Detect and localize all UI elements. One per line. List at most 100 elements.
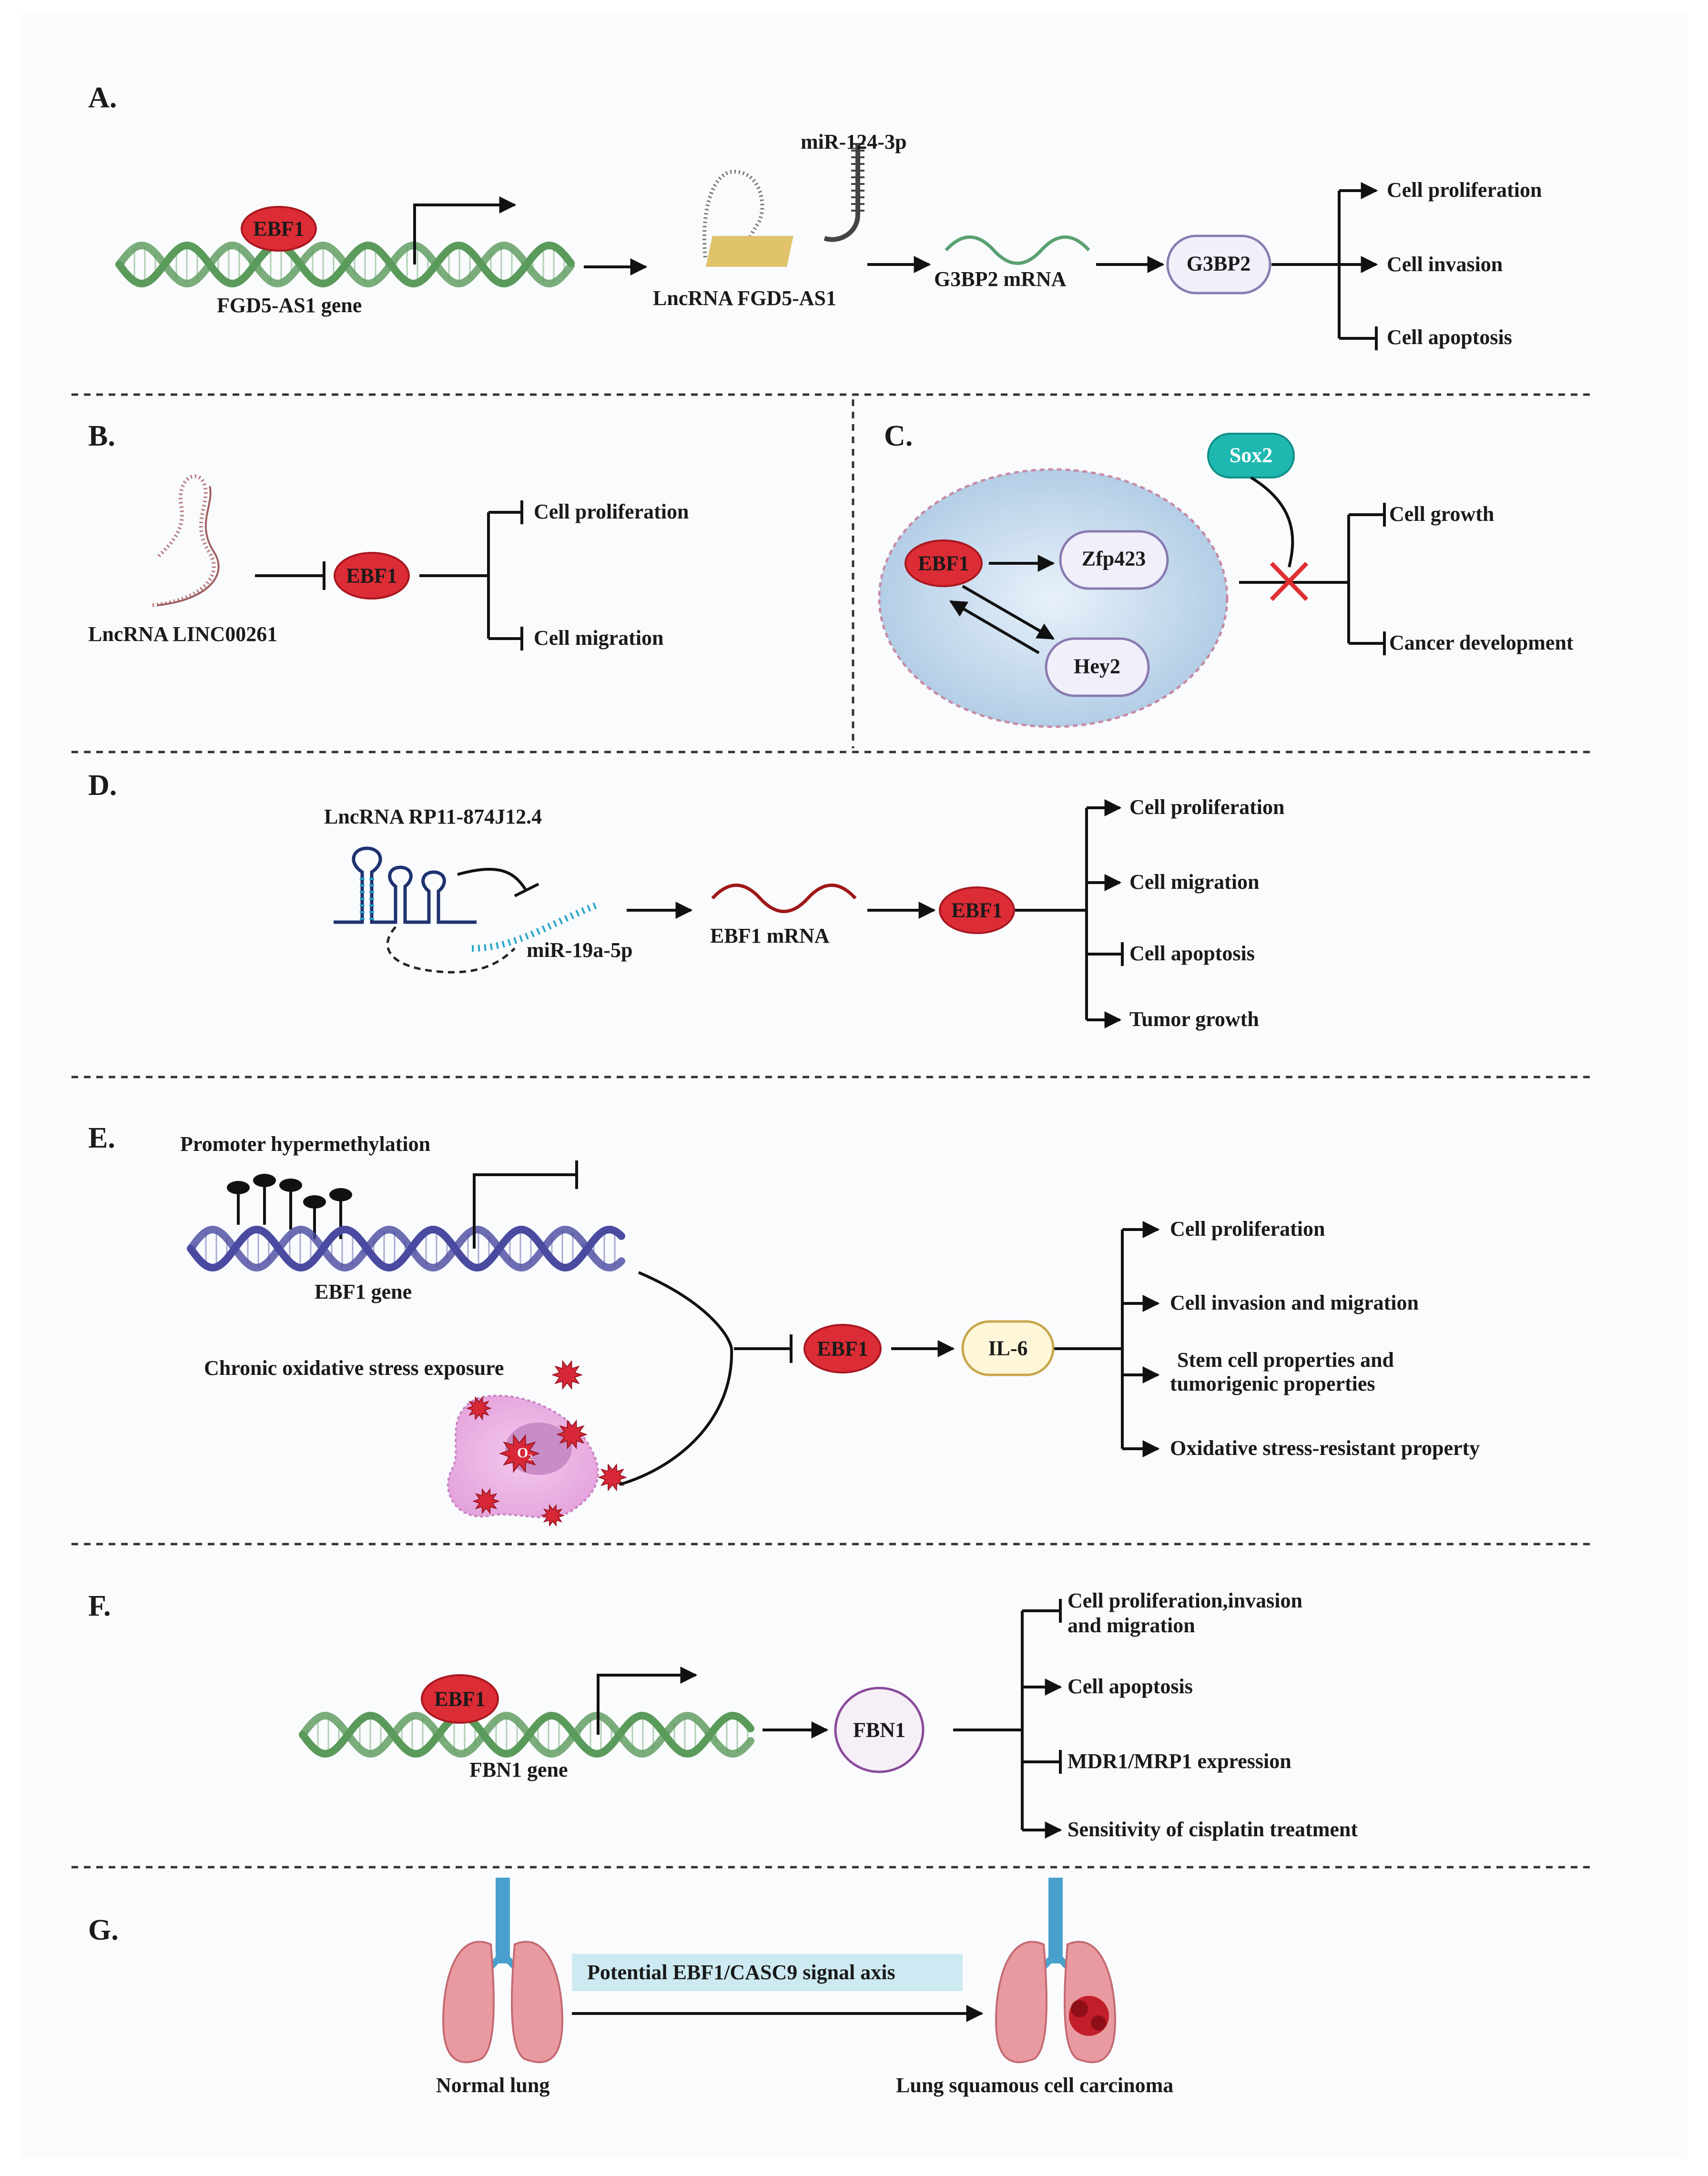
panel-d-letter: D. <box>88 769 117 802</box>
panel-c: C. EBF1 Zfp423 Hey2 Sox2 Cell growth Can… <box>878 420 1574 728</box>
outcome-f-1: and migration <box>1068 1614 1195 1637</box>
ebf1-node <box>334 552 410 600</box>
mirna-124-label: miR-124-3p <box>801 130 906 153</box>
panel-e: E. Promoter hypermethylation EBF1 gene C… <box>88 1122 1480 1527</box>
lncrna-linc00261-icon <box>152 474 216 607</box>
inhibit-f-0 <box>1022 1599 1062 1623</box>
outcome-c-1: Cancer development <box>1389 631 1574 654</box>
signal-axis-box <box>572 1954 963 1991</box>
outcome-d-1: Cell migration <box>1129 870 1260 894</box>
outcome-a-1: Cell invasion <box>1387 253 1503 276</box>
lncrna-rp11-label: LncRNA RP11-874J12.4 <box>324 805 542 828</box>
inhibit-d-apoptosis <box>1087 942 1124 966</box>
outcome-e-1: Cell invasion and migration <box>1170 1291 1419 1314</box>
outcome-e-2: Stem cell properties and <box>1177 1348 1394 1372</box>
ros-bursts <box>466 1360 627 1527</box>
lung-carcinoma-label: Lung squamous cell carcinoma <box>896 2074 1173 2097</box>
sox2-link <box>1250 476 1294 568</box>
ebf1-label: EBF1 <box>918 552 969 575</box>
inhibit-cell-apoptosis <box>1339 326 1378 350</box>
normal-lung-label: Normal lung <box>436 2074 549 2097</box>
g3bp2-node <box>1166 234 1271 295</box>
ebf1-label: EBF1 <box>434 1688 486 1711</box>
zfp423-label: Zfp423 <box>1082 547 1146 570</box>
inhibit-cell-growth <box>1349 503 1386 527</box>
ebf1-node <box>939 886 1015 934</box>
fbn1-transcription-arrow <box>597 1667 698 1735</box>
inhibit-cancer-development <box>1349 631 1386 655</box>
converging-curve <box>619 1271 733 1486</box>
promoter-hypermethylation-label: Promoter hypermethylation <box>180 1132 430 1156</box>
outcome-e-3: tumorigenic properties <box>1170 1372 1375 1395</box>
outcome-a-0: Cell proliferation <box>1387 178 1542 202</box>
panel-separators <box>71 393 1592 1869</box>
lncrna-linc00261-label: LncRNA LINC00261 <box>88 622 277 646</box>
ebf1-label: EBF1 <box>951 899 1003 922</box>
panel-g: G. Normal lung Potential EBF1/CASC9 sign… <box>88 1878 1173 2097</box>
outcome-d-2: Cell apoptosis <box>1129 942 1255 965</box>
ebf1-node <box>803 1324 882 1373</box>
panel-a: A. EBF1 FGD5-AS1 gene miR-124-3p LncRNA … <box>88 81 1542 350</box>
fbn1-label: FBN1 <box>853 1718 905 1742</box>
transcription-start-arrow <box>413 196 517 264</box>
lncrna-rp11-icon <box>334 846 477 924</box>
panel-d: D. LncRNA RP11-874J12.4 miR-19a-5p EBF1 … <box>88 769 1284 1031</box>
mirna-19a-icon <box>471 902 597 952</box>
panel-b: B. LncRNA LINC00261 EBF1 Cell proliferat… <box>88 420 689 651</box>
panel-a-letter: A. <box>88 81 117 114</box>
ebf1-node <box>241 206 317 252</box>
ebf1-mrna-icon <box>711 884 857 913</box>
outcome-d-3: Tumor growth <box>1129 1007 1259 1031</box>
inhibit-ebf1-e <box>734 1334 793 1363</box>
outcome-c-0: Cell growth <box>1389 502 1494 526</box>
ebf1-gene-label: EBF1 gene <box>315 1280 412 1303</box>
mirna-19a-label: miR-19a-5p <box>527 938 632 962</box>
panel-b-letter: B. <box>88 420 115 452</box>
ebf1-node <box>905 539 983 587</box>
outcome-f-4: Sensitivity of cisplatin treatment <box>1068 1818 1358 1841</box>
arrow-hey2-to-ebf1 <box>949 600 1040 654</box>
blocked-transcription-arrow <box>473 1160 578 1249</box>
fbn1-gene-helix <box>299 1711 754 1758</box>
ebf1-node <box>421 1674 499 1724</box>
fgd5-as1-gene-label: FGD5-AS1 gene <box>217 294 362 317</box>
figure-frame <box>21 14 1687 2159</box>
panel-f-letter: F. <box>88 1590 111 1622</box>
methylation-marks <box>227 1174 352 1239</box>
outcome-f-3: MDR1/MRP1 expression <box>1068 1749 1291 1773</box>
oxidative-stress-label: Chronic oxidative stress exposure <box>204 1356 504 1380</box>
fbn1-gene-label: FBN1 gene <box>469 1758 568 1781</box>
ebf1-label: EBF1 <box>817 1337 868 1361</box>
cell-body <box>878 468 1229 728</box>
g3bp2-mrna-label: G3BP2 mRNA <box>934 267 1067 291</box>
panel-e-letter: E. <box>88 1122 115 1154</box>
panel-c-letter: C. <box>884 420 913 452</box>
inhibit-cell-migration <box>488 627 523 651</box>
outcome-a-2: Cell apoptosis <box>1387 325 1512 349</box>
outcome-b-1: Cell migration <box>534 626 664 650</box>
il6-label: IL-6 <box>988 1337 1027 1360</box>
normal-lung-icon <box>442 1878 564 2064</box>
ebf1-gene-helix <box>187 1225 625 1272</box>
outcome-d-0: Cell proliferation <box>1129 795 1284 819</box>
zfp423-node <box>1059 530 1169 590</box>
fbn1-node <box>834 1687 925 1773</box>
inhibit-f-mdr1 <box>1022 1750 1062 1774</box>
signal-axis-label: Potential EBF1/CASC9 signal axis <box>587 1961 895 1984</box>
lncrna-fgd5-as1-label: LncRNA FGD5-AS1 <box>653 286 836 310</box>
ebf1-label: EBF1 <box>253 217 305 241</box>
inhibit-ebf1 <box>255 561 325 590</box>
feedback-dashed-line <box>386 926 516 974</box>
g3bp2-label: G3BP2 <box>1187 252 1250 275</box>
il6-node <box>961 1320 1055 1376</box>
outcome-f-0: Cell proliferation,invasion <box>1068 1589 1302 1612</box>
block-x-icon <box>1270 561 1309 601</box>
arrow-ebf1-to-hey2 <box>962 585 1055 640</box>
outcome-e-0: Cell proliferation <box>1170 1217 1325 1241</box>
sox2-label: Sox2 <box>1230 444 1272 467</box>
g3bp2-mrna-icon <box>945 235 1090 265</box>
ebf1-label: EBF1 <box>346 564 397 588</box>
inhibit-mirna <box>457 868 539 897</box>
